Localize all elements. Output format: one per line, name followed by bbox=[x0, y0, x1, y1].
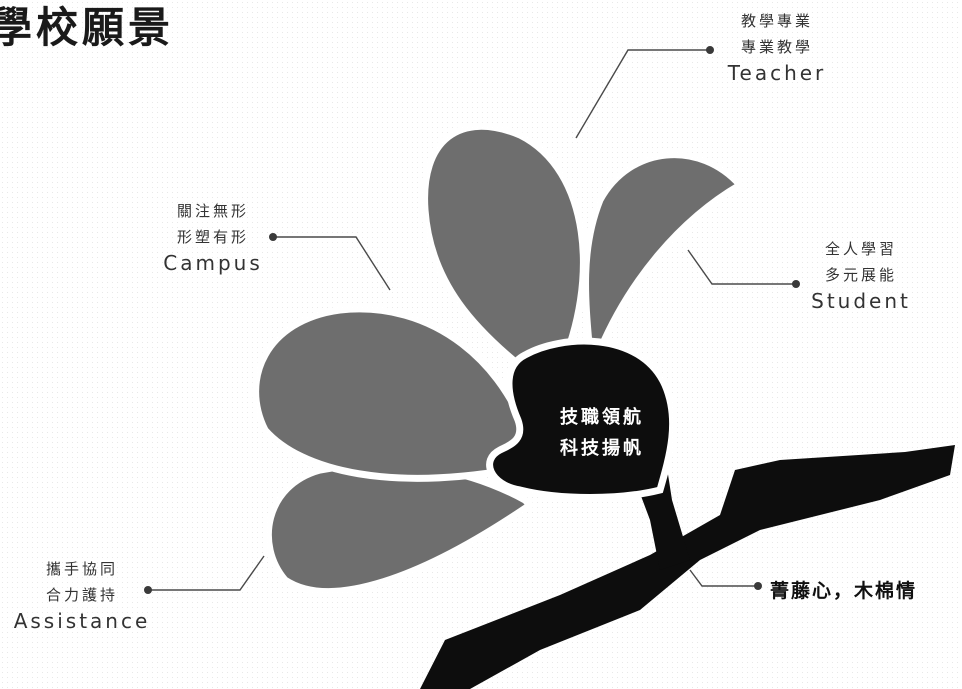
page-title: 學校願景 bbox=[0, 3, 175, 52]
label-student-line2: 多元展能 bbox=[824, 266, 897, 284]
label-campus: 關注無形 形塑有形 Campus bbox=[148, 198, 278, 276]
leader-dot-campus bbox=[269, 233, 277, 241]
leader-teacher bbox=[575, 49, 708, 139]
label-student-en: Student bbox=[811, 289, 911, 313]
petal-assistance bbox=[264, 460, 536, 595]
center-motto-line2: 科技揚帆 bbox=[560, 438, 644, 459]
leader-campus bbox=[274, 236, 391, 291]
flower-core bbox=[486, 337, 677, 501]
label-assistance: 攜手協同 合力護持 Assistance bbox=[2, 556, 162, 634]
center-motto-line1: 技職領航 bbox=[560, 407, 644, 428]
leader-dot-teacher bbox=[706, 46, 714, 54]
leader-dot-slogan bbox=[754, 582, 762, 590]
petal-student bbox=[582, 151, 746, 361]
label-student: 全人學習 多元展能 Student bbox=[796, 236, 926, 314]
label-campus-line1: 關注無形 bbox=[176, 202, 249, 220]
label-teacher-line1: 教學專業 bbox=[740, 12, 813, 30]
leader-dot-student bbox=[792, 280, 800, 288]
label-teacher-en: Teacher bbox=[727, 61, 827, 85]
leader-assistance bbox=[150, 555, 265, 591]
petal-campus bbox=[252, 305, 539, 482]
center-motto: 技職領航 科技揚帆 bbox=[546, 402, 658, 464]
label-assistance-line2: 合力護持 bbox=[45, 586, 118, 604]
label-campus-line2: 形塑有形 bbox=[176, 228, 249, 246]
leader-slogan bbox=[689, 569, 756, 587]
petal-teacher bbox=[421, 122, 587, 390]
label-assistance-line1: 攜手協同 bbox=[45, 560, 118, 578]
label-teacher-line2: 專業教學 bbox=[740, 38, 813, 56]
branch-shape bbox=[420, 445, 955, 689]
leader-dot-assistance bbox=[144, 586, 152, 594]
label-teacher: 教學專業 專業教學 Teacher bbox=[712, 8, 842, 86]
leader-lines bbox=[150, 49, 794, 591]
label-assistance-en: Assistance bbox=[13, 609, 151, 633]
leader-student bbox=[687, 249, 794, 285]
leader-dots bbox=[144, 46, 800, 594]
label-student-line1: 全人學習 bbox=[824, 240, 897, 258]
label-campus-en: Campus bbox=[163, 251, 263, 275]
slogan-text: 菁藤心，木棉情 bbox=[770, 580, 918, 602]
